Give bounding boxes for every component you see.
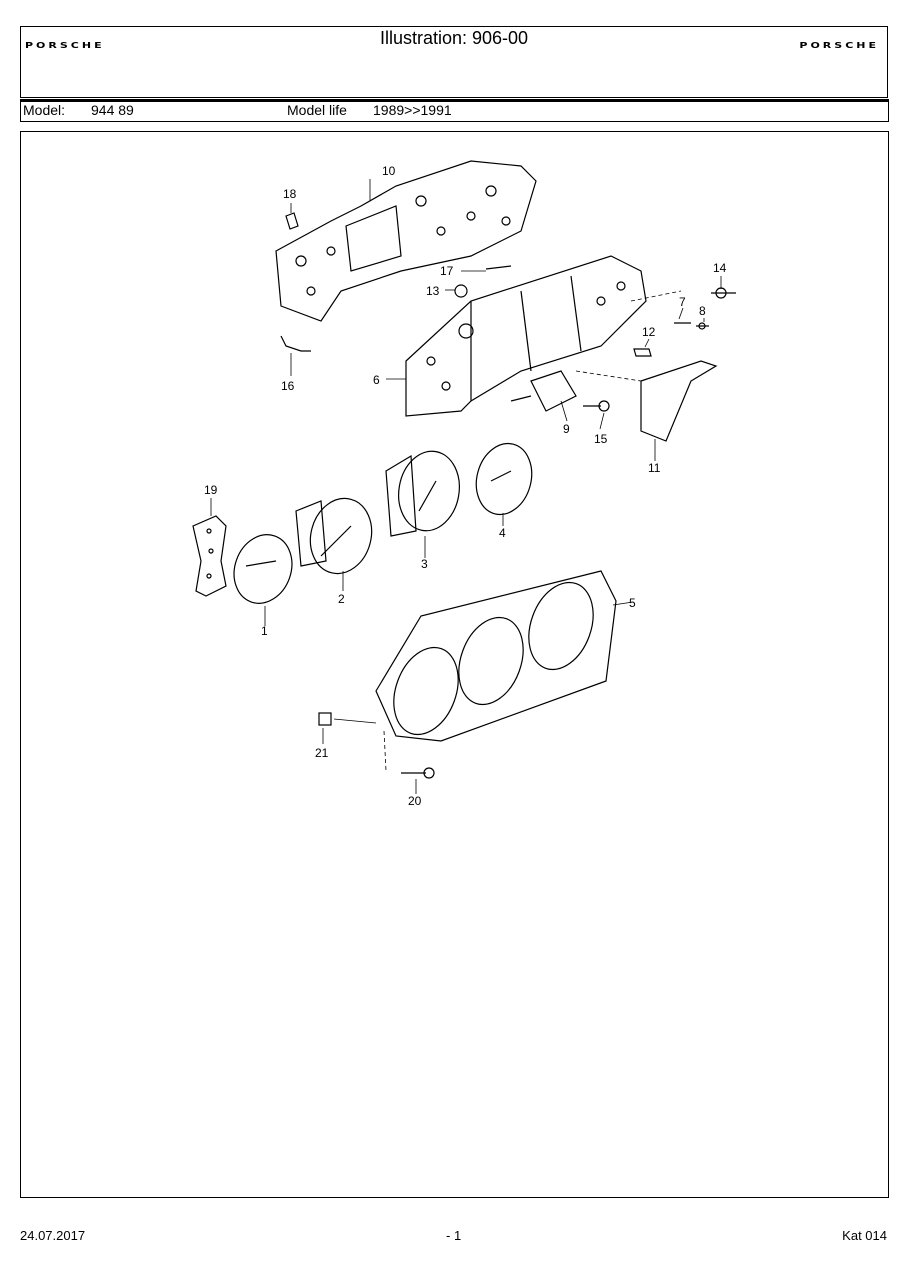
- callout-15: 15: [594, 432, 608, 446]
- part-15-screw: [583, 400, 610, 412]
- part-18-clip: [285, 212, 299, 230]
- part-19-plate: [192, 515, 227, 597]
- callout-6: 6: [373, 373, 380, 387]
- part-2-speedometer: [295, 497, 373, 575]
- porsche-logo-left: PORSCHE: [25, 40, 105, 51]
- part-9-sensor: [510, 370, 577, 412]
- part-1-gauge: [233, 534, 293, 604]
- callout-5: 5: [629, 596, 636, 610]
- part-10-board: [275, 160, 537, 322]
- footer-catalog: Kat 014: [842, 1228, 887, 1243]
- callout-11: 11: [648, 461, 661, 475]
- footer-page: - 1: [446, 1228, 462, 1243]
- callout-3: 3: [421, 557, 428, 571]
- callout-17: 17: [440, 264, 454, 278]
- part-21: [318, 712, 332, 726]
- model-value: 944 89: [91, 102, 134, 118]
- callout-4: 4: [499, 526, 506, 540]
- footer-date: 24.07.2017: [20, 1228, 86, 1243]
- part-16-spring: [280, 335, 311, 352]
- part-8: [696, 322, 709, 330]
- part-17: [485, 265, 512, 270]
- part-6-housing: [405, 255, 647, 417]
- callout-9: 9: [563, 422, 570, 436]
- callout-7: 7: [679, 295, 686, 309]
- header-box: PORSCHE Illustration: 906-00 PORSCHE: [20, 26, 888, 98]
- illustration-frame: 10 18 17 13 14 7 8 12 6 16 9 15 11 19 4 …: [20, 131, 889, 1198]
- model-row: Model: 944 89 Model life 1989>>1991: [20, 102, 889, 122]
- part-13: [454, 284, 468, 298]
- callout-8: 8: [699, 304, 706, 318]
- part-4-gauge: [475, 442, 533, 516]
- callout-19: 19: [204, 483, 218, 497]
- callout-2: 2: [338, 592, 345, 606]
- model-life-value: 1989>>1991: [373, 102, 452, 118]
- callout-16: 16: [281, 379, 295, 393]
- header-divider: [20, 99, 889, 102]
- callout-20: 20: [408, 794, 422, 808]
- model-life-label: Model life: [287, 102, 347, 118]
- page-title: Illustration: 906-00: [379, 28, 529, 48]
- part-20-screw: [401, 767, 435, 779]
- part-3-tachometer: [385, 450, 460, 537]
- callout-10: 10: [382, 164, 396, 178]
- part-12: [633, 348, 652, 357]
- leader-lines: [210, 179, 722, 794]
- callout-18: 18: [283, 187, 297, 201]
- part-11-circuit-board: [640, 360, 718, 442]
- porsche-logo-right: PORSCHE: [799, 40, 879, 51]
- part-14-bulb: [711, 287, 736, 299]
- exploded-parts-diagram: [192, 160, 736, 794]
- callout-13: 13: [426, 284, 440, 298]
- callout-14: 14: [713, 261, 727, 275]
- part-5-cover: [375, 570, 617, 742]
- callout-12: 12: [642, 325, 656, 339]
- model-label: Model:: [23, 102, 66, 118]
- callout-21: 21: [315, 746, 329, 760]
- callout-1: 1: [261, 624, 268, 638]
